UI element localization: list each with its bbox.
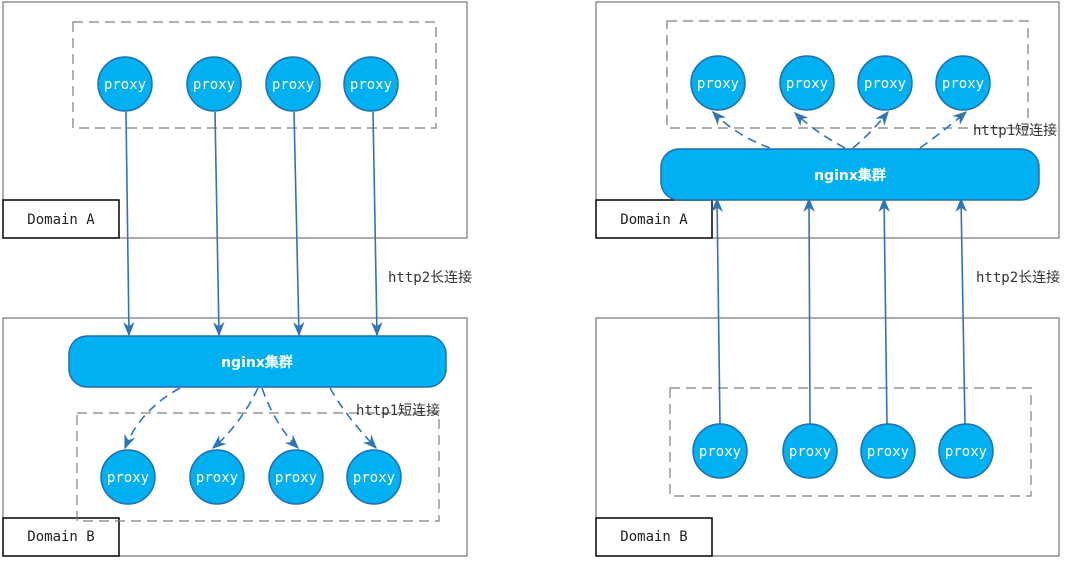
- proxy-label: proxy: [789, 444, 831, 460]
- left-top-proxy-group: [72, 21, 437, 129]
- proxy-label: proxy: [275, 470, 317, 486]
- right-long-arrow-2: [803, 197, 815, 426]
- proxy-node[interactable]: [268, 449, 324, 505]
- right-short-arrow-3: [852, 110, 889, 149]
- proxy-label: proxy: [196, 470, 238, 486]
- proxy-label: proxy: [942, 76, 984, 92]
- left-domain-b-label: Domain B: [27, 529, 94, 545]
- right-top-proxy-group: [666, 20, 1029, 129]
- left-short-arrow-4: [329, 387, 377, 450]
- proxy-node[interactable]: [265, 56, 321, 112]
- left-long-arrow-2: [213, 111, 225, 337]
- left-top-proxies: proxy proxy proxy proxy: [97, 56, 399, 112]
- right-nginx-cluster-label: nginx集群: [814, 167, 886, 184]
- proxy-node[interactable]: [860, 423, 916, 479]
- proxy-label: proxy: [697, 76, 739, 92]
- left-long-arrow-3: [292, 111, 305, 337]
- right-short-arrow-4: [919, 111, 968, 149]
- proxy-node[interactable]: [857, 55, 913, 111]
- proxy-node[interactable]: [97, 56, 153, 112]
- left-domain-a-tag: [2, 199, 120, 239]
- proxy-label: proxy: [107, 470, 149, 486]
- right-domain-b-label: Domain B: [620, 529, 687, 545]
- proxy-node[interactable]: [779, 55, 835, 111]
- right-top-proxies: proxy proxy proxy proxy: [690, 55, 991, 111]
- proxy-label: proxy: [104, 77, 146, 93]
- left-short-arrow-1: [124, 387, 181, 450]
- right-short-conn-label: http1短连接: [973, 122, 1057, 139]
- proxy-node[interactable]: [189, 449, 245, 505]
- proxy-label: proxy: [193, 77, 235, 93]
- proxy-label: proxy: [272, 77, 314, 93]
- proxy-label: proxy: [864, 76, 906, 92]
- left-long-conn-label: http2长连接: [388, 269, 472, 286]
- left-diagram: Domain A Domain B nginx集群 proxy proxy pr…: [2, 1, 472, 557]
- right-long-conn-label: http2长连接: [976, 269, 1060, 286]
- proxy-node[interactable]: [782, 423, 838, 479]
- proxy-label: proxy: [867, 444, 909, 460]
- right-long-arrow-4: [955, 197, 967, 426]
- proxy-node[interactable]: [186, 56, 242, 112]
- right-domain-a-box: [595, 1, 1060, 239]
- proxy-node[interactable]: [935, 55, 991, 111]
- left-nginx-cluster[interactable]: [68, 335, 447, 388]
- left-domain-a-box: [2, 1, 468, 239]
- left-domain-b-tag: [2, 517, 120, 557]
- right-domain-b-tag: [595, 517, 713, 557]
- right-domain-b-box: [595, 317, 1060, 557]
- left-long-arrow-4: [371, 111, 383, 337]
- left-domain-a-label: Domain A: [27, 212, 95, 228]
- right-short-arrow-1: [712, 110, 771, 149]
- left-domain-b-box: [2, 317, 468, 557]
- right-long-arrow-3: [878, 197, 890, 426]
- proxy-node[interactable]: [938, 423, 994, 479]
- proxy-label: proxy: [699, 444, 741, 460]
- proxy-label: proxy: [786, 76, 828, 92]
- right-nginx-cluster[interactable]: [660, 148, 1040, 201]
- proxy-node[interactable]: [346, 449, 402, 505]
- left-bottom-proxy-group: [76, 412, 440, 522]
- left-nginx-cluster-label: nginx集群: [221, 354, 293, 371]
- right-bottom-proxy-group: [669, 387, 1032, 497]
- left-bottom-proxies: proxy proxy proxy proxy: [100, 449, 402, 505]
- proxy-label: proxy: [945, 444, 987, 460]
- left-long-arrow-1: [123, 111, 135, 337]
- proxy-label: proxy: [353, 470, 395, 486]
- left-short-arrow-2: [211, 387, 259, 449]
- right-domain-a-label: Domain A: [620, 212, 688, 228]
- right-long-arrow-1: [711, 197, 723, 426]
- left-short-conn-label: http1短连接: [356, 402, 440, 419]
- proxy-node[interactable]: [692, 423, 748, 479]
- proxy-node[interactable]: [100, 449, 156, 505]
- proxy-node[interactable]: [690, 55, 746, 111]
- proxy-label: proxy: [350, 77, 392, 93]
- left-short-arrow-3: [261, 387, 300, 450]
- proxy-node[interactable]: [343, 56, 399, 112]
- right-diagram: Domain A Domain B nginx集群 proxy proxy pr…: [595, 1, 1060, 557]
- right-short-arrow-2: [793, 112, 846, 149]
- right-domain-a-tag: [595, 199, 713, 239]
- right-bottom-proxies: proxy proxy proxy proxy: [692, 423, 994, 479]
